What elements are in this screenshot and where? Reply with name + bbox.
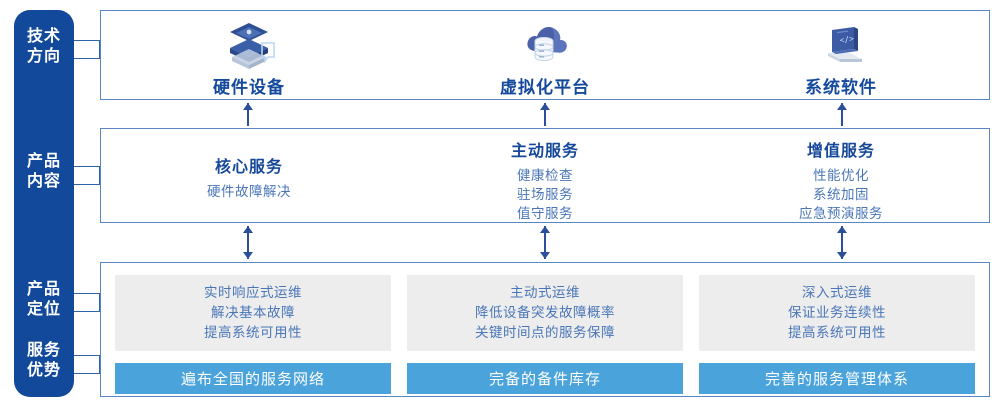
connector-line [74, 166, 100, 167]
connector-line [74, 293, 100, 294]
content-title: 主动服务 [510, 143, 579, 160]
rail-label-line1: 产品 [26, 281, 61, 298]
connector-line [99, 40, 100, 59]
position-row: 实时响应式运维 解决基本故障 提高系统可用性 主动式运维 降低设备突发故障概率 … [115, 275, 975, 351]
connector-line [74, 40, 100, 41]
connector-line [74, 355, 100, 356]
server-stack-icon [230, 23, 275, 69]
connector-line [74, 373, 100, 374]
rail-label-line1: 产品 [26, 153, 61, 170]
content-item: 性能优化 [813, 168, 869, 183]
connector-line [74, 184, 100, 185]
tech-label: 系统软件 [805, 78, 877, 97]
position-item: 提高系统可用性 [788, 325, 886, 340]
connector-line [99, 355, 100, 374]
position-item: 实时响应式运维 [204, 285, 302, 300]
position-cell-indepth[interactable]: 深入式运维 保证业务连续性 提高系统可用性 [699, 275, 975, 351]
connector-line [99, 166, 100, 185]
content-item: 驻场服务 [517, 187, 573, 202]
position-item: 降低设备突发故障概率 [475, 305, 615, 320]
rail-label-line1: 服务 [26, 342, 61, 359]
connector-line [99, 293, 100, 312]
content-item: 值守服务 [517, 206, 573, 221]
advantage-cell-inventory[interactable]: 完备的备件库存 [407, 363, 683, 394]
advantage-row: 遍布全国的服务网络 完备的备件库存 完善的服务管理体系 [115, 363, 975, 394]
position-item: 主动式运维 [510, 285, 580, 300]
position-item: 保证业务连续性 [788, 305, 886, 320]
tech-column-hardware[interactable]: 硬件设备 [101, 11, 397, 99]
product-content-panel: 核心服务 硬件故障解决 主动服务 健康检查 驻场服务 值守服务 增值服务 性能优… [100, 128, 990, 223]
connector-line [74, 311, 100, 312]
svg-text:</>: </> [839, 34, 855, 45]
content-item: 应急预演服务 [799, 206, 883, 221]
connector-line [74, 58, 100, 59]
product-position-panel: 实时响应式运维 解决基本故障 提高系统可用性 主动式运维 降低设备突发故障概率 … [100, 262, 990, 397]
position-cell-proactive[interactable]: 主动式运维 降低设备突发故障概率 关键时间点的服务保障 [407, 275, 683, 351]
tech-label: 硬件设备 [213, 78, 285, 97]
tech-direction-panel: 硬件设备 虚拟化平台 [100, 10, 990, 100]
position-item: 解决基本故障 [211, 305, 295, 320]
position-item: 提高系统可用性 [204, 325, 302, 340]
rail-label-tech-direction: 技术 方向 [14, 27, 74, 67]
content-title: 核心服务 [214, 159, 283, 176]
rail-label-line2: 内容 [26, 173, 61, 190]
arrow-double-core [241, 226, 255, 259]
advantage-cell-management[interactable]: 完善的服务管理体系 [699, 363, 975, 394]
rail-label-product-content: 产品 内容 [14, 152, 74, 192]
tech-column-virtualization[interactable]: 虚拟化平台 [397, 11, 693, 99]
content-item: 硬件故障解决 [207, 184, 291, 199]
rail-label-product-position: 产品 定位 [14, 280, 74, 320]
rail-label-line2: 定位 [26, 301, 61, 318]
advantage-cell-network[interactable]: 遍布全国的服务网络 [115, 363, 391, 394]
rail-label-line2: 优势 [26, 362, 61, 379]
position-cell-realtime[interactable]: 实时响应式运维 解决基本故障 提高系统可用性 [115, 275, 391, 351]
content-column-core-service[interactable]: 核心服务 硬件故障解决 [101, 129, 397, 222]
tech-label: 虚拟化平台 [500, 78, 590, 97]
position-item: 深入式运维 [802, 285, 872, 300]
content-title: 增值服务 [806, 143, 875, 160]
arrow-up-hardware [241, 103, 255, 126]
content-column-proactive-service[interactable]: 主动服务 健康检查 驻场服务 值守服务 [397, 129, 693, 222]
arrow-double-valueadd [835, 226, 849, 259]
arrow-up-virtualization [538, 103, 552, 126]
content-column-valueadd-service[interactable]: 增值服务 性能优化 系统加固 应急预演服务 [693, 129, 989, 222]
content-item: 系统加固 [813, 187, 869, 202]
arrow-double-proactive [538, 226, 552, 259]
laptop-code-icon: </> [828, 27, 862, 62]
tech-column-software[interactable]: </> 系统软件 [693, 11, 989, 99]
cloud-database-icon [527, 26, 567, 62]
arrow-up-software [835, 103, 849, 126]
rail-label-service-advantage: 服务 优势 [14, 341, 74, 381]
position-item: 关键时间点的服务保障 [475, 325, 615, 340]
left-rail [14, 10, 74, 397]
rail-label-line2: 方向 [26, 48, 61, 65]
content-item: 健康检查 [517, 168, 573, 183]
rail-label-line1: 技术 [26, 28, 61, 45]
